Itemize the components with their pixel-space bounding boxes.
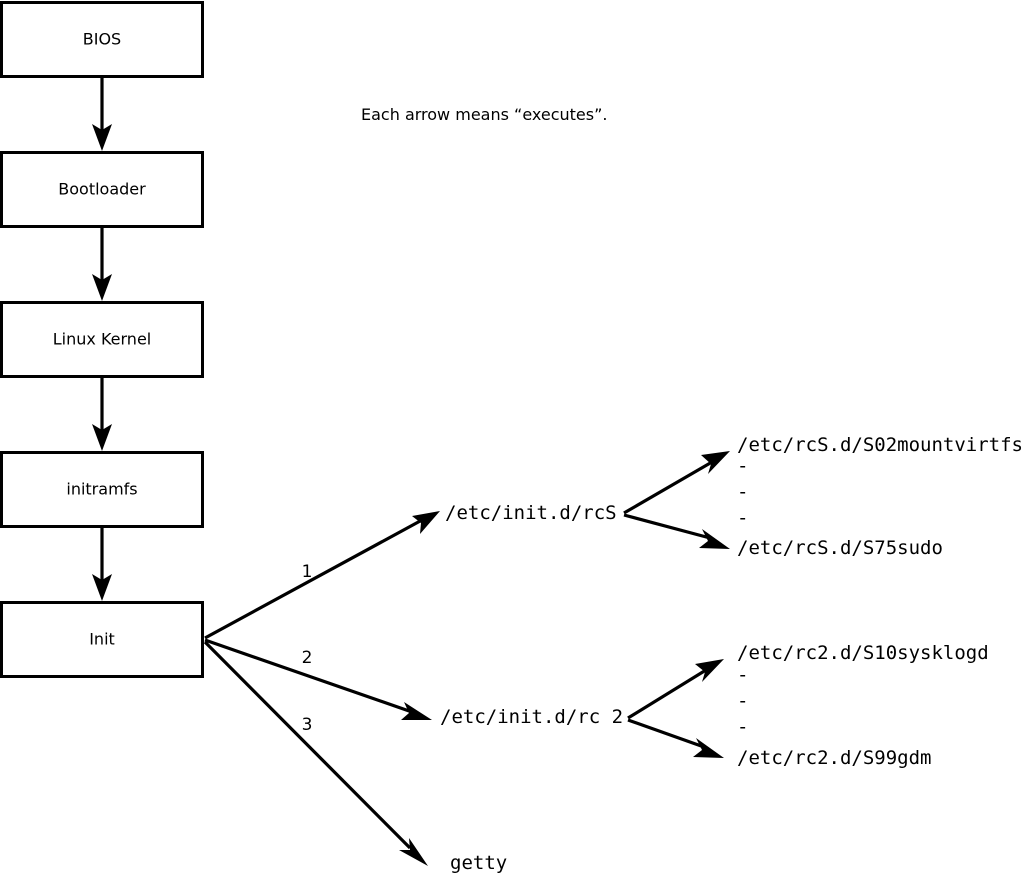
edge-rcs-to-last-script (623, 513, 730, 549)
node-init-rect (0, 601, 204, 678)
arrow-bios-to-bootloader (92, 77, 112, 151)
edge-rc2-to-last-script (627, 718, 724, 758)
node-init-label: Init (89, 630, 115, 649)
edge-init-branch-3 (203, 640, 428, 866)
node-initramfs-label: initramfs (66, 480, 137, 499)
node-bootloader-label: Bootloader (58, 180, 146, 199)
branch-number-1: 1 (302, 562, 313, 582)
edge-init-branch-2 (204, 638, 432, 720)
rc2-script-last: /etc/rc2.d/S99gdm (737, 747, 931, 769)
edge-rc2-to-first-script (627, 659, 724, 720)
branch-target-getty: getty (450, 852, 507, 874)
rcs-script-first: /etc/rcS.d/S02mountvirtfs (737, 434, 1023, 456)
arrow-initramfs-to-init (92, 527, 112, 601)
node-bootloader[interactable]: Bootloader (0, 151, 204, 228)
arrow-kernel-to-initramfs (92, 377, 112, 451)
branch-number-2: 2 (302, 648, 313, 668)
branch-target-rcs: /etc/init.d/rcS (445, 502, 617, 524)
rcs-ellipsis-dash-3: - (737, 507, 748, 529)
node-linux-kernel-label: Linux Kernel (53, 330, 151, 349)
branch-target-rc2: /etc/init.d/rc 2 (440, 706, 623, 728)
edge-rcs-to-first-script (623, 451, 730, 515)
node-init[interactable]: Init (0, 601, 204, 678)
edge-init-branch-1 (204, 511, 440, 640)
node-bios[interactable]: BIOS (0, 1, 204, 78)
diagram-caption: Each arrow means “executes”. (361, 105, 607, 124)
rc2-ellipsis-dash-3: - (737, 716, 748, 738)
branch-number-3: 3 (302, 715, 313, 735)
node-bootloader-rect (0, 151, 204, 228)
node-bios-label: BIOS (83, 30, 121, 49)
node-linux-kernel-rect (0, 301, 204, 378)
arrow-bootloader-to-kernel (92, 227, 112, 301)
node-bios-rect (0, 1, 204, 78)
rcs-ellipsis-dash-1: - (737, 455, 748, 477)
node-linux-kernel[interactable]: Linux Kernel (0, 301, 204, 378)
node-initramfs-rect (0, 451, 204, 528)
rcs-script-last: /etc/rcS.d/S75sudo (737, 537, 943, 559)
rc2-ellipsis-dash-1: - (737, 664, 748, 686)
rcs-ellipsis-dash-2: - (737, 481, 748, 503)
rc2-ellipsis-dash-2: - (737, 690, 748, 712)
rc2-script-first: /etc/rc2.d/S10sysklogd (737, 642, 989, 664)
node-initramfs[interactable]: initramfs (0, 451, 204, 528)
